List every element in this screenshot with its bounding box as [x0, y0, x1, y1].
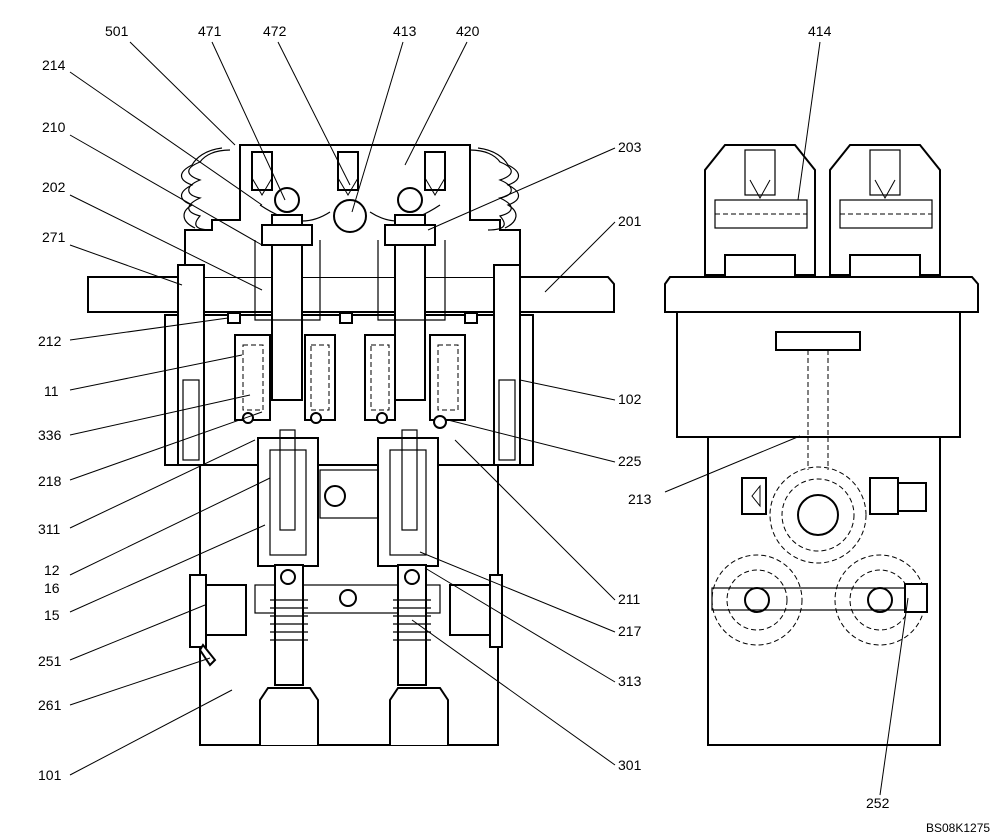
label-212: 212	[38, 333, 62, 349]
spring-chamber-2	[304, 334, 336, 421]
label-201: 201	[618, 213, 642, 229]
label-213: 213	[628, 491, 652, 507]
left-sectional-view	[87, 144, 615, 746]
label-261: 261	[38, 697, 62, 713]
label-271: 271	[42, 229, 66, 245]
label-501: 501	[105, 23, 129, 39]
side-port-top	[769, 466, 867, 564]
spring-chamber-4	[429, 334, 466, 421]
label-313: 313	[618, 673, 642, 689]
label-471: 471	[198, 23, 222, 39]
label-16: 16	[44, 580, 60, 596]
rubber-boot	[188, 149, 231, 231]
rod-left	[274, 564, 304, 686]
label-336: 336	[38, 427, 62, 443]
label-15: 15	[44, 607, 60, 623]
top-fitting-right	[829, 144, 941, 276]
part-labels: 501 471 472 413 420 414 214 210 202 271 …	[38, 23, 990, 835]
side-upper-body	[676, 311, 961, 438]
center-port	[319, 469, 379, 519]
boot-outer-r	[477, 147, 520, 229]
flange-plate	[87, 276, 615, 313]
spool-left	[257, 437, 319, 567]
label-413: 413	[393, 23, 417, 39]
top-bolt-1	[251, 151, 273, 191]
joint-ball	[333, 199, 367, 233]
drawing-reference: BS08K1275	[926, 821, 990, 835]
label-472: 472	[263, 23, 287, 39]
port-right	[389, 687, 449, 745]
plug-251	[189, 574, 207, 648]
rubber-boot-right	[469, 149, 512, 231]
leader-lines	[69, 41, 909, 796]
side-port-left	[711, 554, 803, 646]
label-214: 214	[42, 57, 66, 73]
label-311: 311	[38, 521, 61, 537]
cross-passage	[254, 584, 441, 614]
casing	[164, 314, 534, 466]
label-252: 252	[866, 795, 890, 811]
spring-chamber-1	[234, 334, 271, 421]
label-203: 203	[618, 139, 642, 155]
side-flange	[664, 276, 979, 313]
label-12: 12	[44, 562, 60, 578]
label-301: 301	[618, 757, 642, 773]
label-210: 210	[42, 119, 66, 135]
label-217: 217	[618, 623, 642, 639]
top-fitting-left	[704, 144, 816, 276]
label-211: 211	[618, 591, 641, 607]
right-side-view	[664, 144, 979, 746]
boot-outer	[180, 147, 223, 229]
spring-chamber-3	[364, 334, 396, 421]
label-11: 11	[44, 383, 59, 399]
label-101: 101	[38, 767, 62, 783]
label-218: 218	[38, 473, 62, 489]
top-bolt-2	[337, 151, 359, 191]
label-414: 414	[808, 23, 832, 39]
port-left	[259, 687, 319, 745]
label-251: 251	[38, 653, 62, 669]
label-202: 202	[42, 179, 66, 195]
label-102: 102	[618, 391, 642, 407]
flange-bolt-right	[493, 264, 521, 466]
spool-right	[377, 437, 439, 567]
label-420: 420	[456, 23, 480, 39]
label-225: 225	[618, 453, 642, 469]
top-bolt-3	[424, 151, 446, 191]
